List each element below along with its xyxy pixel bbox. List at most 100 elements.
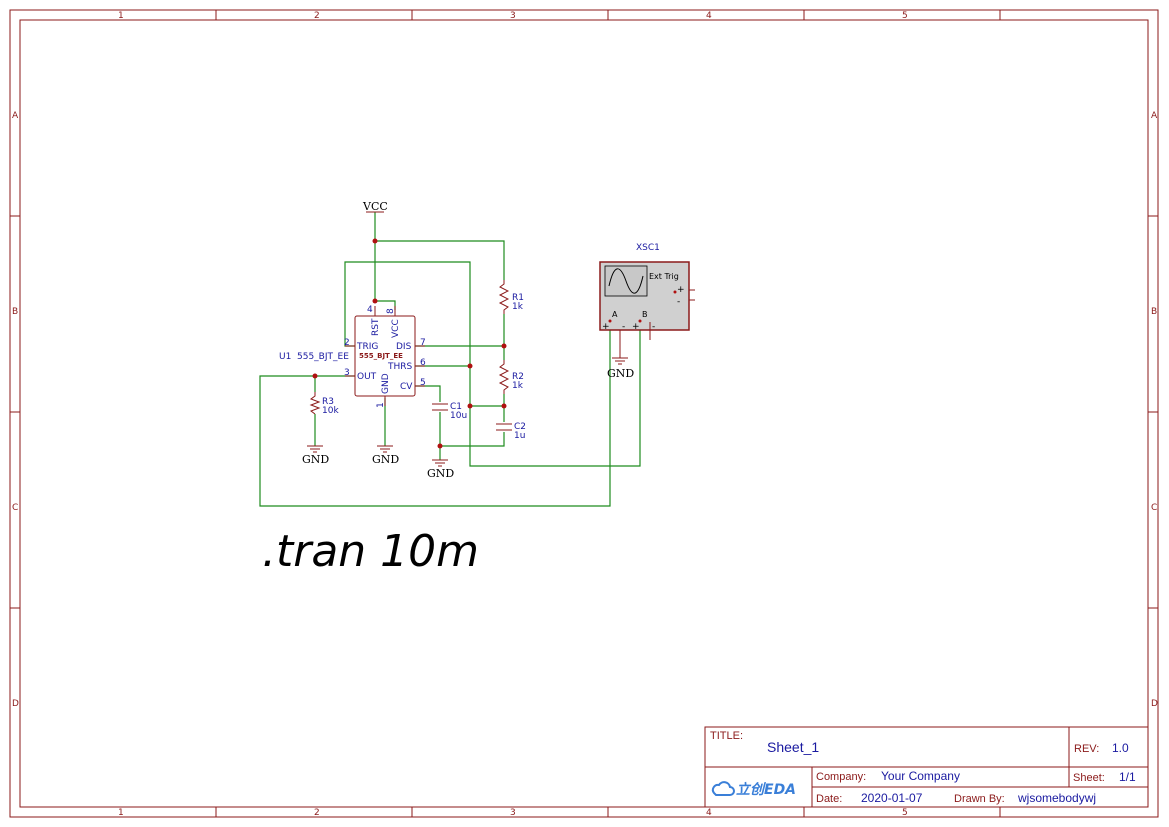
xsc1-ch-a: A xyxy=(612,310,618,319)
drawn-by-key: Drawn By: xyxy=(954,793,1005,805)
wire-out-r3 xyxy=(314,375,355,392)
u1-pin-cv: CV xyxy=(400,382,413,392)
c2-value: 1u xyxy=(514,431,525,441)
u1-pin-dis: DIS xyxy=(396,342,412,352)
c1-ref: C1 xyxy=(450,402,462,412)
xsc1-ref: XSC1 xyxy=(636,243,660,253)
xsc1-b-minus: - xyxy=(652,322,655,332)
wire-cv-c1 xyxy=(415,385,441,402)
u1-body-label: 555_BJT_EE xyxy=(359,352,403,360)
capacitor-c1[interactable]: C1 10u xyxy=(432,402,467,421)
r1-ref: R1 xyxy=(512,293,524,303)
col-label-3-top: 3 xyxy=(510,11,516,21)
u1-pinnum-1: 1 xyxy=(376,402,386,408)
col-label-3-bottom: 3 xyxy=(510,808,516,818)
u1-pin-thrs: THRS xyxy=(387,362,413,372)
r2-ref: R2 xyxy=(512,372,524,382)
eda-logo-text: 立创EDA xyxy=(736,781,796,798)
u1-pinnum-4: 4 xyxy=(367,305,373,315)
u1-pin-out: OUT xyxy=(357,372,377,382)
u1-ref: U1 xyxy=(279,352,291,362)
resistor-r1[interactable]: R1 1k xyxy=(498,280,524,314)
row-label-a-left: A xyxy=(12,111,19,121)
u1-pinnum-3: 3 xyxy=(344,368,350,378)
title-value: Sheet_1 xyxy=(767,739,819,755)
col-label-1-bottom: 1 xyxy=(118,808,124,818)
capacitor-c2[interactable]: C2 1u xyxy=(496,422,526,441)
xsc1-trig-plus: + xyxy=(677,285,685,295)
gnd-label-scope: GND xyxy=(607,367,634,380)
col-label-2-top: 2 xyxy=(314,11,320,21)
row-label-c-right: C xyxy=(1151,503,1157,513)
gnd-symbol-u1[interactable]: GND xyxy=(372,445,399,466)
sheet-frame xyxy=(9,9,1159,818)
u1-pin-trig: TRIG xyxy=(356,342,378,352)
row-label-d-left: D xyxy=(12,699,19,709)
gnd-symbol-c1[interactable]: GND xyxy=(427,459,454,480)
r3-value: 10k xyxy=(322,406,339,416)
col-label-4-top: 4 xyxy=(706,11,712,21)
u1-pin-gnd: GND xyxy=(381,373,391,394)
r2-value: 1k xyxy=(512,381,524,391)
oscilloscope-xsc1[interactable]: XSC1 Ext Trig + - A B + - + - xyxy=(599,243,695,340)
date-key: Date: xyxy=(816,793,842,805)
u1-pin-rst: RST xyxy=(371,318,381,336)
sheet-key: Sheet: xyxy=(1073,772,1105,784)
xsc1-b-plus: + xyxy=(632,322,640,332)
row-label-d-right: D xyxy=(1151,699,1158,709)
u1-pinnum-8: 8 xyxy=(386,308,396,314)
title-key: TITLE: xyxy=(710,730,743,742)
c1-value: 10u xyxy=(450,411,467,421)
rev-value: 1.0 xyxy=(1112,741,1129,755)
col-label-1-top: 1 xyxy=(118,11,124,21)
company-key: Company: xyxy=(816,771,866,783)
xsc1-a-minus: - xyxy=(622,322,625,332)
wire-vcc-pin8 xyxy=(374,241,396,310)
cloud-icon xyxy=(711,781,735,796)
company-value: Your Company xyxy=(881,769,960,783)
row-label-b-left: B xyxy=(12,307,18,317)
title-block: TITLE: Sheet_1 REV: 1.0 Company: Your Co… xyxy=(704,726,1149,808)
vcc-label: VCC xyxy=(362,200,388,213)
resistor-r2[interactable]: R2 1k xyxy=(498,360,524,394)
xsc1-ext-trig: Ext Trig xyxy=(649,272,679,281)
sim-directive[interactable]: .tran 10m xyxy=(262,526,479,577)
drawn-by-value: wjsomebodywj xyxy=(1017,791,1096,805)
rev-key: REV: xyxy=(1074,743,1099,755)
eda-logo: 立创EDA xyxy=(711,781,796,798)
u1-555-timer[interactable]: U1 555_BJT_EE 555_BJT_EE TRIG OUT DIS TH… xyxy=(279,305,426,408)
row-label-b-right: B xyxy=(1151,307,1157,317)
gnd-label-c1: GND xyxy=(427,467,454,480)
sheet-value: 1/1 xyxy=(1119,770,1136,784)
u1-pinnum-7: 7 xyxy=(420,338,426,348)
wire-out-scope-a xyxy=(259,320,611,507)
r3-ref: R3 xyxy=(322,397,334,407)
junctions xyxy=(312,238,507,449)
gnd-symbol-r3[interactable]: GND xyxy=(302,445,329,466)
xsc1-ch-b: B xyxy=(642,310,648,319)
u1-value: 555_BJT_EE xyxy=(297,352,349,362)
wire-vcc-r1 xyxy=(374,212,505,280)
u1-pinnum-6: 6 xyxy=(420,358,426,368)
date-value: 2020-01-07 xyxy=(861,791,923,805)
u1-pin-vcc: VCC xyxy=(391,319,401,338)
vcc-power-symbol[interactable]: VCC xyxy=(362,200,388,213)
gnd-label-u1: GND xyxy=(372,453,399,466)
u1-pinnum-2: 2 xyxy=(344,338,350,348)
xsc1-trig-minus: - xyxy=(677,297,680,307)
c2-ref: C2 xyxy=(514,422,526,432)
col-label-5-bottom: 5 xyxy=(902,808,908,818)
gnd-label-r3: GND xyxy=(302,453,329,466)
resistor-r3[interactable]: R3 10k xyxy=(309,392,339,416)
zone-labels: 1 2 3 4 5 1 2 3 4 5 A B C D A B C D xyxy=(12,11,1158,818)
wire-c2-bottom xyxy=(440,432,505,447)
r1-value: 1k xyxy=(512,302,524,312)
row-label-c-left: C xyxy=(12,503,18,513)
sine-wave-icon xyxy=(608,268,644,294)
col-label-5-top: 5 xyxy=(902,11,908,21)
col-label-2-bottom: 2 xyxy=(314,808,320,818)
row-label-a-right: A xyxy=(1151,111,1158,121)
u1-pinnum-5: 5 xyxy=(420,378,426,388)
xsc1-a-plus: + xyxy=(602,322,610,332)
